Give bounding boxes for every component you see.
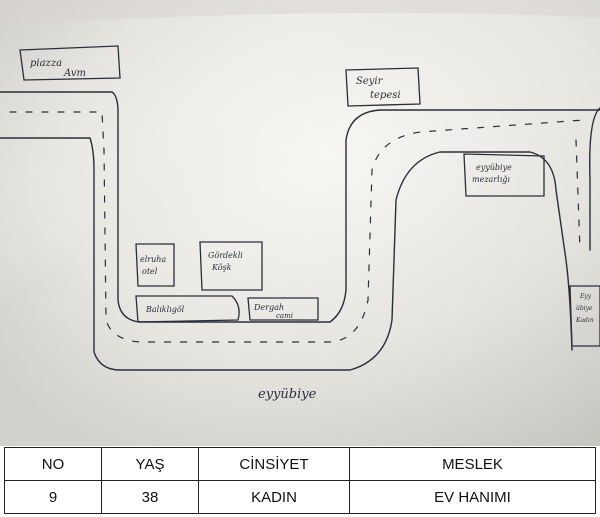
gardakli-box xyxy=(199,241,263,291)
info-table: NO YAŞ CİNSİYET MESLEK 9 38 KADIN EV HAN… xyxy=(4,447,596,514)
road-inner-line xyxy=(0,137,573,371)
label-mezarlik-2: mezarlığı xyxy=(472,175,510,184)
label-seyir-1: Seyir xyxy=(356,76,384,87)
label-balikli: Balıklıgöl xyxy=(145,305,185,314)
cell-gender: KADIN xyxy=(198,480,350,514)
label-dergah-1: Dergah xyxy=(253,303,284,312)
sketch-photo: piazza Avm Seyir tepesi eyyübiye mezarlı… xyxy=(0,0,600,446)
label-mezarlik-1: eyyübiye xyxy=(476,163,512,172)
cell-age: 38 xyxy=(101,480,199,514)
label-eyyubiye-bottom: eyyübiye xyxy=(258,387,317,402)
elruha-box xyxy=(135,243,175,287)
label-gardakli-1: Gördekli xyxy=(208,251,243,260)
table-row: 9 38 KADIN EV HANIMI xyxy=(4,480,596,514)
label-piazza-1: piazza xyxy=(30,58,62,69)
label-eyyubiye-right-2: übiye xyxy=(576,305,593,312)
cell-occupation: EV HANIMI xyxy=(349,480,596,514)
label-seyir-2: tepesi xyxy=(370,90,401,101)
label-elruha-2: otel xyxy=(142,267,158,276)
header-age: YAŞ xyxy=(101,447,199,481)
label-gardakli-2: Köşk xyxy=(211,263,232,272)
label-eyyubiye-right-1: Eyy xyxy=(579,293,592,300)
dergah-box xyxy=(247,297,319,321)
header-occupation: MESLEK xyxy=(349,447,596,481)
cell-no: 9 xyxy=(4,480,102,514)
piazza-box xyxy=(19,45,121,81)
header-gender: CİNSİYET xyxy=(198,447,350,481)
road-center-dashes xyxy=(9,111,585,343)
label-piazza-2: Avm xyxy=(63,68,86,79)
eyyubiye-right-box xyxy=(569,285,600,347)
balikli-box xyxy=(135,295,240,323)
label-dergah-2: cami xyxy=(276,312,293,320)
seyir-box xyxy=(345,67,421,107)
table-header-row: NO YAŞ CİNSİYET MESLEK xyxy=(4,447,596,481)
header-no: NO xyxy=(4,447,102,481)
mezarlik-box xyxy=(463,153,545,197)
label-elruha-1: elruha xyxy=(140,255,166,264)
label-eyyubiye-right-3: Kadın xyxy=(575,317,594,324)
road-outer-line xyxy=(0,91,600,323)
